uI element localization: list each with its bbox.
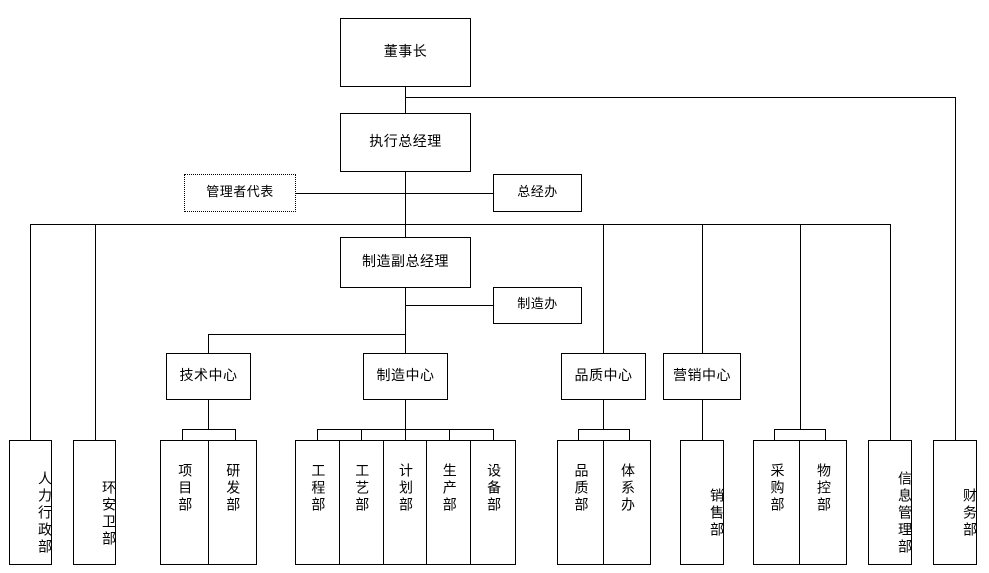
- mfgcenter-drop-process: [361, 429, 362, 440]
- node-system-office-department-label: 体系办: [619, 463, 635, 514]
- node-sales-department[interactable]: 销售部: [680, 440, 724, 565]
- node-chairman-label: 董事长: [383, 43, 428, 60]
- techcenter-drop-rnd: [235, 429, 236, 440]
- qualitycenter-drop-quality-dept: [578, 429, 579, 440]
- node-process-department-label: 工艺部: [353, 463, 370, 514]
- node-quality-center-label: 品质中心: [574, 367, 633, 384]
- mfgcenter-drop-planning: [405, 429, 406, 440]
- node-ehs-department-label: 环安卫部: [100, 479, 116, 548]
- node-manufacturing-office-label: 制造办: [517, 297, 558, 313]
- node-process-department[interactable]: 工艺部: [339, 441, 384, 564]
- edge-qualitycenter-stem: [603, 400, 604, 429]
- node-technology-center-label: 技术中心: [179, 367, 238, 384]
- edge-execgm-spine: [405, 172, 406, 237]
- node-material-control-department-label: 物控部: [815, 463, 831, 514]
- edge-chairman-to-finance-vertical: [955, 97, 956, 440]
- node-finance-department[interactable]: 财务部: [933, 440, 977, 565]
- qualitycenter-sub-bus: [578, 429, 629, 430]
- bus-drop-marketing-center: [702, 224, 703, 353]
- node-engineering-department[interactable]: 工程部: [296, 441, 340, 564]
- bus-drop-ehs: [95, 224, 96, 440]
- node-executive-general-manager[interactable]: 执行总经理: [340, 113, 471, 172]
- edge-marketingcenter-stem: [702, 400, 703, 440]
- node-chairman[interactable]: 董事长: [340, 18, 471, 87]
- bus-drop-hr-admin: [30, 224, 31, 440]
- node-production-department-label: 生产部: [440, 463, 457, 514]
- mfg-bus-drop-tech-center: [208, 334, 209, 353]
- node-equipment-department-label: 设备部: [485, 463, 502, 514]
- node-finance-department-label: 财务部: [961, 488, 977, 539]
- node-equipment-department[interactable]: 设备部: [471, 441, 515, 564]
- node-quality-department-label: 品质部: [572, 463, 589, 514]
- node-management-representative-label: 管理者代表: [206, 184, 274, 200]
- purchasing-material-control-group: 采购部 物控部: [753, 440, 847, 565]
- node-engineering-department-label: 工程部: [309, 463, 326, 514]
- purchasing-drop-purchasing: [774, 429, 775, 440]
- node-system-office-department[interactable]: 体系办: [604, 441, 650, 564]
- node-management-representative[interactable]: 管理者代表: [184, 174, 296, 212]
- node-quality-center[interactable]: 品质中心: [561, 353, 646, 400]
- edge-mfg-office-bar: [405, 305, 494, 306]
- node-hr-admin-department[interactable]: 人力行政部: [9, 440, 52, 565]
- node-rnd-department[interactable]: 研发部: [208, 441, 256, 564]
- edge-mfgcenter-stem: [405, 400, 406, 429]
- node-marketing-center[interactable]: 营销中心: [663, 353, 741, 400]
- quality-center-department-group: 品质部 体系办: [557, 440, 651, 565]
- manufacturing-center-department-group: 工程部 工艺部 计划部 生产部 设备部: [295, 440, 516, 565]
- node-manufacturing-deputy-gm[interactable]: 制造副总经理: [340, 237, 471, 288]
- node-planning-department[interactable]: 计划部: [383, 441, 428, 564]
- node-ehs-department[interactable]: 环安卫部: [73, 440, 116, 565]
- techcenter-drop-project: [182, 429, 183, 440]
- node-hr-admin-department-label: 人力行政部: [36, 471, 52, 556]
- node-rnd-department-label: 研发部: [224, 463, 241, 514]
- node-general-manager-office-label: 总经办: [517, 184, 558, 200]
- mfgcenter-drop-equipment: [493, 429, 494, 440]
- node-purchasing-department[interactable]: 采购部: [754, 441, 800, 564]
- node-planning-department-label: 计划部: [396, 463, 413, 514]
- node-purchasing-department-label: 采购部: [768, 463, 785, 514]
- bus-drop-quality-center: [603, 224, 604, 353]
- mfgcenter-drop-engineering: [317, 429, 318, 440]
- node-executive-general-manager-label: 执行总经理: [369, 133, 442, 150]
- node-manufacturing-center[interactable]: 制造中心: [363, 353, 448, 400]
- node-info-management-department[interactable]: 信息管理部: [868, 440, 912, 565]
- node-info-management-department-label: 信息管理部: [896, 471, 912, 556]
- edge-mfgvgm-spine: [405, 288, 406, 353]
- node-quality-department[interactable]: 品质部: [558, 441, 604, 564]
- purchasing-sub-bus: [774, 429, 825, 430]
- node-general-manager-office[interactable]: 总经办: [493, 174, 582, 212]
- node-manufacturing-center-label: 制造中心: [376, 367, 435, 384]
- edge-chairman-to-finance-horizontal: [405, 97, 956, 98]
- technology-center-department-group: 项目部 研发部: [160, 440, 257, 565]
- node-project-department-label: 项目部: [176, 463, 193, 514]
- node-manufacturing-office[interactable]: 制造办: [493, 287, 582, 324]
- techcenter-sub-bus: [182, 429, 235, 430]
- node-sales-department-label: 销售部: [708, 488, 724, 539]
- node-manufacturing-deputy-gm-label: 制造副总经理: [362, 253, 449, 270]
- node-material-control-department[interactable]: 物控部: [800, 441, 846, 564]
- main-bus-horizontal: [30, 224, 891, 225]
- purchasing-drop-material-control: [825, 429, 826, 440]
- node-technology-center[interactable]: 技术中心: [166, 353, 251, 400]
- mfgcenter-drop-production: [449, 429, 450, 440]
- bus-drop-info-management: [890, 224, 891, 440]
- bus-drop-purchasing-matctrl: [800, 224, 801, 429]
- edge-techcenter-stem: [208, 400, 209, 429]
- qualitycenter-drop-system-office: [629, 429, 630, 440]
- edge-mgmtrep-gmoffice-bar: [295, 193, 494, 194]
- mfg-center-bus: [208, 334, 406, 335]
- edge-chairman-stem: [405, 86, 406, 113]
- node-project-department[interactable]: 项目部: [161, 441, 209, 564]
- node-marketing-center-label: 营销中心: [673, 367, 731, 384]
- node-production-department[interactable]: 生产部: [427, 441, 472, 564]
